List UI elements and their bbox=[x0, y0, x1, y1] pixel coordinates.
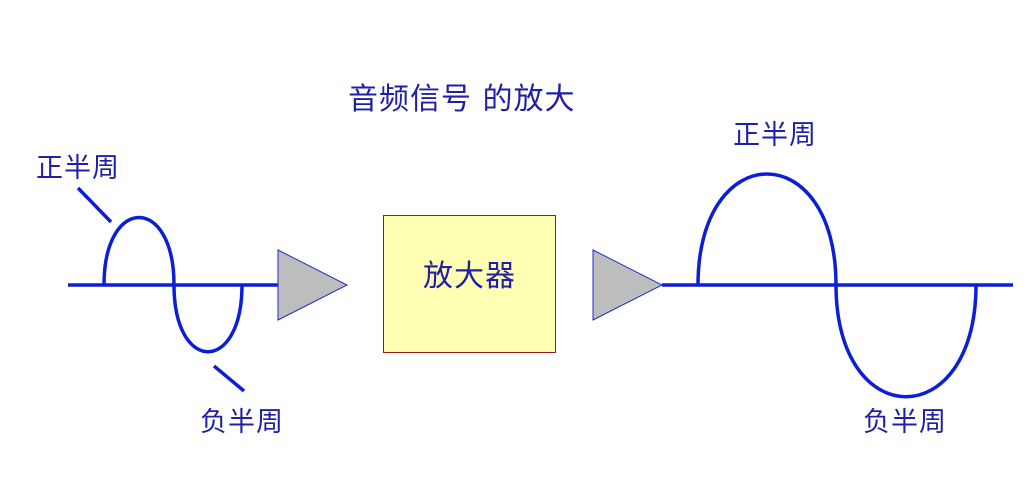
output-negative-half-label: 负半周 bbox=[863, 407, 947, 438]
input-negative-half-label: 负半周 bbox=[200, 407, 284, 438]
output-positive-half-label: 正半周 bbox=[733, 120, 817, 151]
output-negative-half-wave bbox=[834, 284, 978, 399]
input-negative-pointer-line bbox=[212, 364, 246, 393]
amplifier-box: 放大器 bbox=[383, 215, 556, 353]
input-arrow-icon bbox=[277, 249, 349, 321]
input-negative-half-wave bbox=[172, 284, 244, 354]
amplifier-label: 放大器 bbox=[423, 259, 516, 294]
output-positive-half-wave bbox=[696, 172, 838, 286]
input-positive-half-label: 正半周 bbox=[36, 153, 120, 184]
diagram-title: 音频信号 的放大 bbox=[348, 82, 576, 117]
input-positive-half-wave bbox=[102, 215, 176, 286]
output-arrow-icon bbox=[592, 249, 664, 321]
input-positive-pointer-line bbox=[76, 186, 113, 224]
